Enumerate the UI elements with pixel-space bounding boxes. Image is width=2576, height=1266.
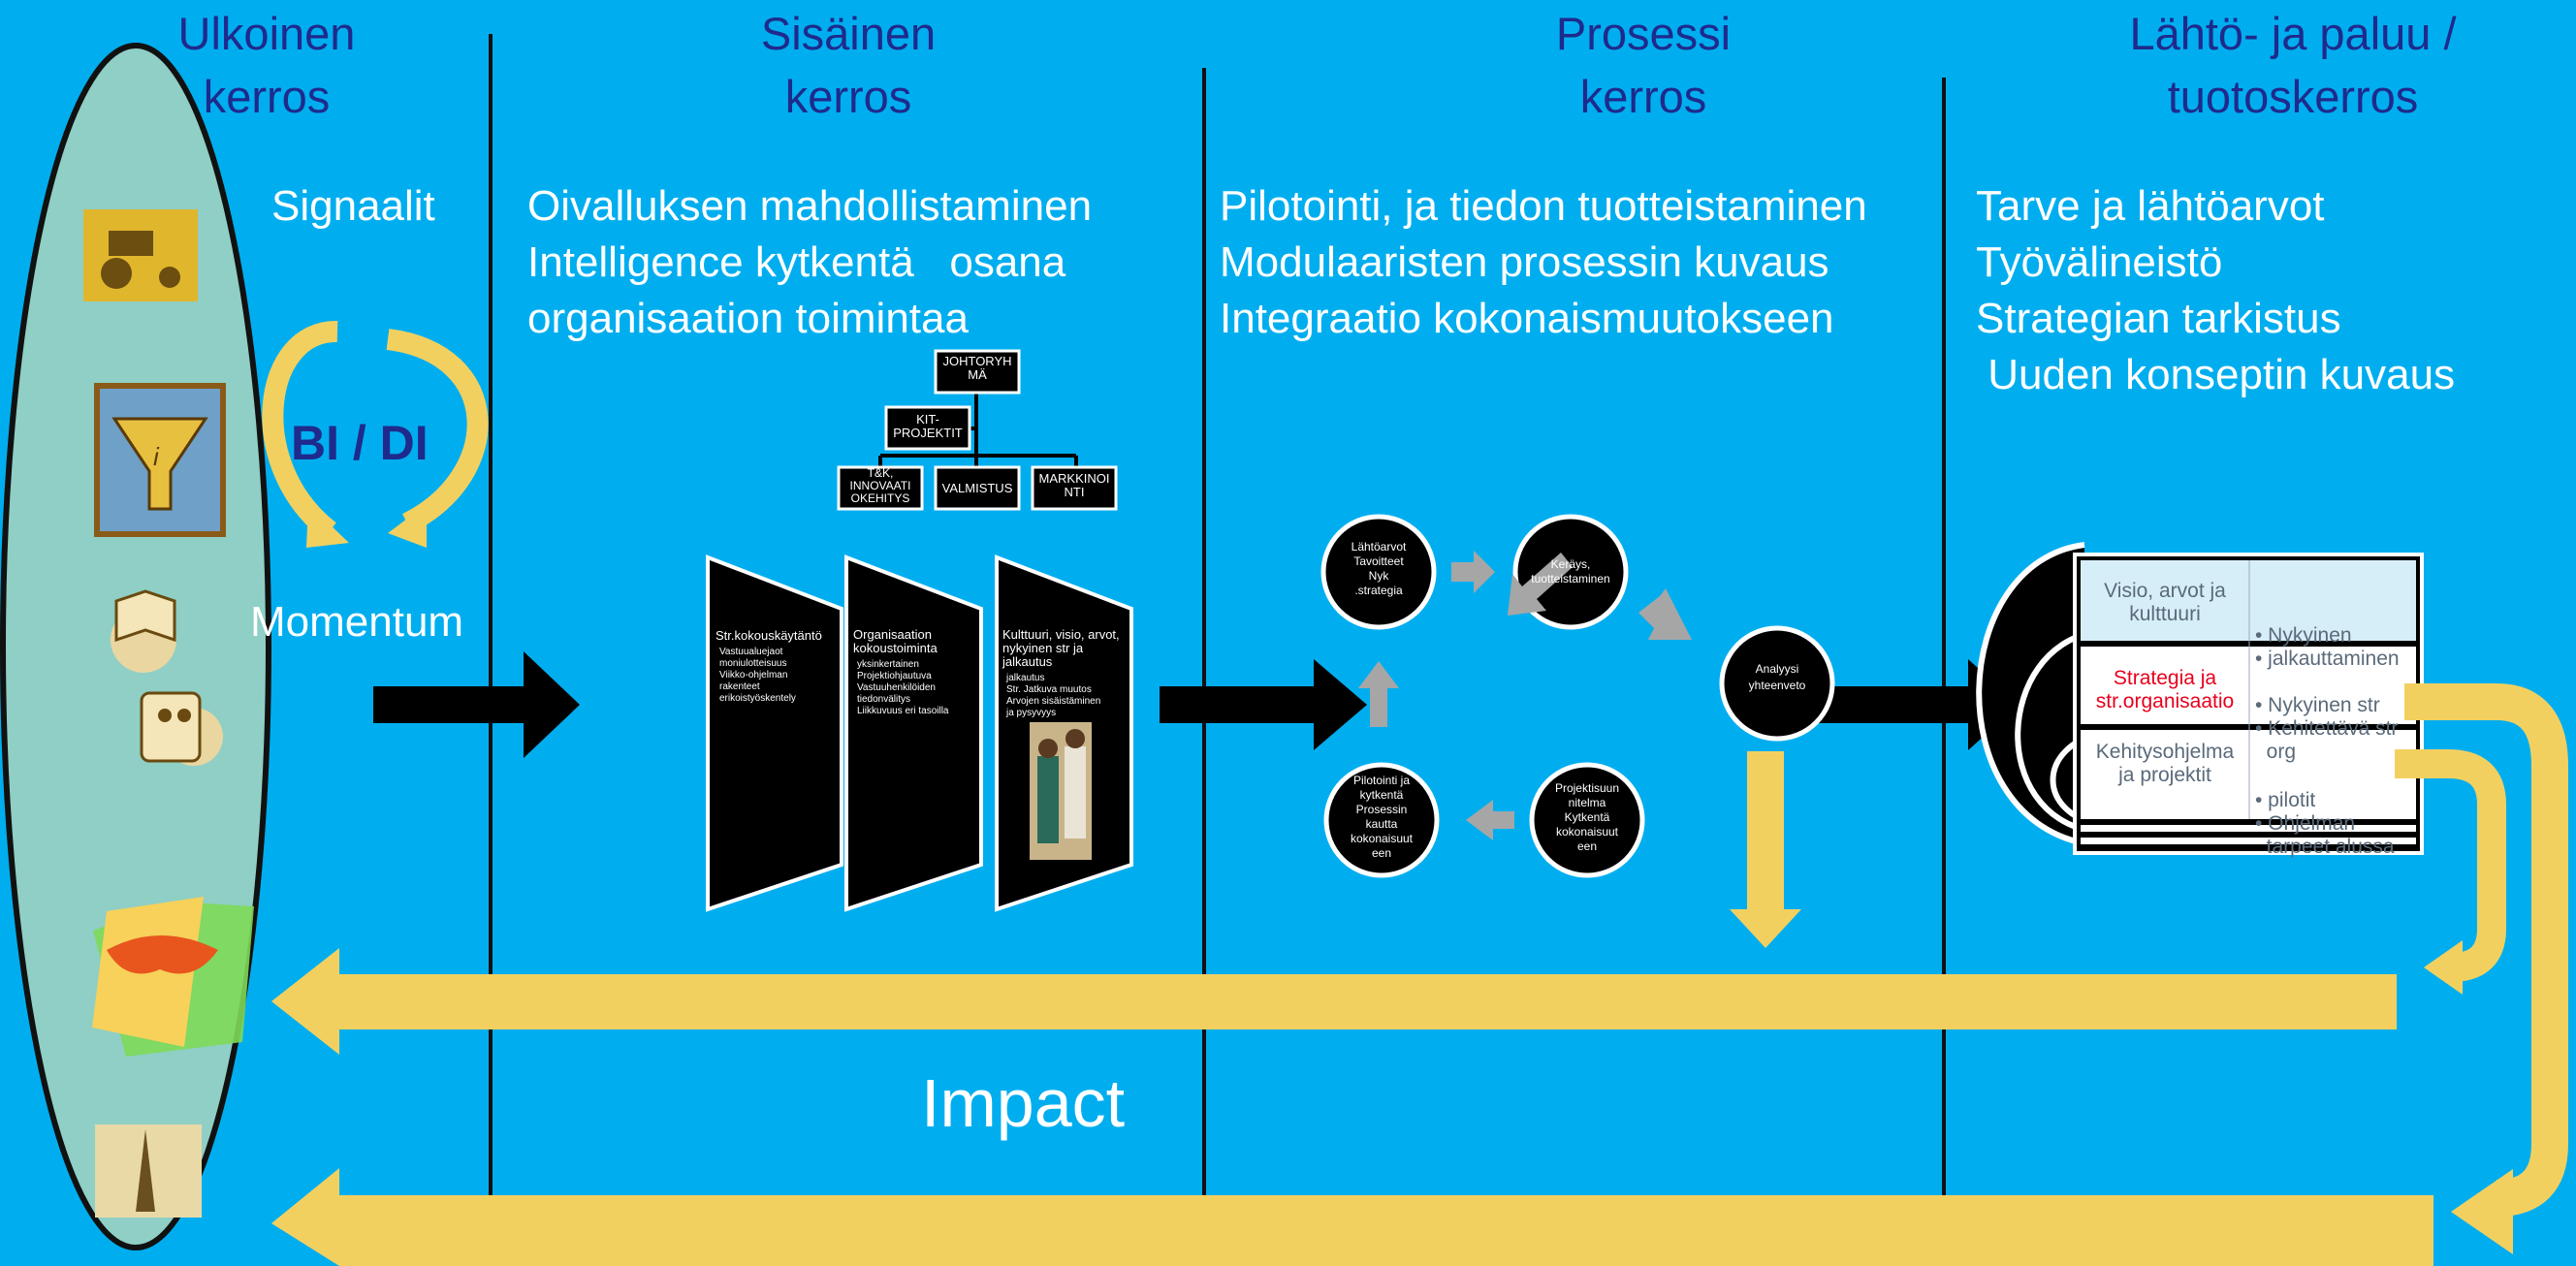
output-text-block: Tarve ja lähtöarvot Työvälineistö Strate…	[1976, 178, 2455, 403]
output-line-3: Strategian tarkistus	[1976, 295, 2341, 342]
panel-2	[844, 554, 983, 912]
impact-arrow-upper	[271, 948, 2397, 1055]
output-line-1: Tarve ja lähtöarvot	[1976, 182, 2325, 230]
divider-2	[1202, 68, 1206, 1266]
black-arrow-1	[373, 651, 580, 758]
photo-people-icon	[1030, 722, 1092, 860]
eiffel-tower-icon	[95, 1124, 202, 1218]
org-box-marketing	[1031, 465, 1118, 511]
impact-label: Impact	[921, 1065, 1126, 1141]
cycle-arrow-right	[386, 329, 489, 533]
output-row-2-bg	[2081, 647, 2416, 724]
process-line-1: Pilotointi, ja tiedon tuotteistaminen	[1220, 182, 1867, 230]
panel-1	[706, 554, 843, 912]
process-circle-5	[1323, 762, 1440, 878]
process-circle-2-label: Keräys,tuotteistaminen	[1531, 557, 1610, 586]
org-box-kit	[884, 405, 971, 451]
cycle-arrow-left	[262, 320, 338, 540]
gray-arrow-5	[1508, 553, 1573, 616]
return-arrow-inner	[2395, 749, 2506, 982]
panel-2-text: Organisaation kokoustoiminta yksinkertai…	[853, 627, 949, 717]
impact-arrow-lower	[271, 1168, 2433, 1266]
svg-text:i: i	[153, 442, 160, 471]
output-line-2: Työvälineistö	[1976, 238, 2223, 286]
output-row-3-bg	[2081, 730, 2416, 819]
output-row-1-bg	[2081, 560, 2416, 641]
inner-text-block: Oivalluksen mahdollistaminen Intelligenc…	[527, 178, 1092, 347]
output-line-4: Uuden konseptin kuvaus	[1976, 351, 2456, 398]
book-person-icon	[111, 589, 223, 766]
inner-line-1: Oivalluksen mahdollistaminen	[527, 182, 1093, 230]
funnel-info-icon: i	[94, 383, 226, 537]
divider-3	[1942, 78, 1946, 1266]
gray-arrow-4	[1358, 661, 1399, 727]
output-row-1-right: • Nykyinen• jalkauttaminen	[2255, 624, 2400, 670]
process-circle-3	[1719, 625, 1835, 742]
output-row-2-right: • Nykyinen str• Kehitettävä str org	[2255, 694, 2399, 763]
org-box-rd	[837, 465, 924, 511]
process-circle-2	[1512, 514, 1629, 630]
signals-label: Signaalit	[271, 182, 435, 230]
process-line-2: Modulaaristen prosessin kuvaus	[1220, 238, 1829, 286]
org-box-production	[934, 465, 1021, 511]
divider-1	[489, 34, 493, 1266]
panel-3-text: Kulttuuri, visio, arvot, nykyinen str ja…	[1002, 627, 1120, 719]
process-circle-1	[1320, 514, 1437, 630]
bi-di-label: BI / DI	[291, 416, 429, 470]
gray-arrow-2	[1638, 588, 1692, 640]
process-line-3: Integraatio kokonaismuutokseen	[1220, 295, 1834, 342]
yellow-down-arrow	[1730, 751, 1801, 948]
org-label-kit: KIT-PROJEKTIT	[893, 412, 963, 440]
inner-line-3: organisaation toimintaa	[527, 295, 969, 342]
panel-1-text: Str.kokouskäytäntö Vastuualuejaot moniul…	[716, 628, 822, 704]
process-circle-4	[1529, 762, 1645, 878]
inner-line-2: Intelligence kytkentä osana	[527, 238, 1066, 286]
black-arrow-2	[1160, 659, 1367, 750]
gray-arrow-3	[1466, 800, 1514, 840]
column-heading-output: Lähtö- ja paluu /tuotoskerros	[2129, 8, 2457, 122]
gray-arrow-1	[1451, 551, 1495, 593]
org-box-top	[934, 349, 1021, 395]
return-arrow-outer	[2404, 683, 2568, 1217]
org-label-production: VALMISTUS	[941, 481, 1013, 495]
black-arrow-3	[1794, 659, 2019, 750]
tractor-icon	[83, 209, 198, 301]
momentum-label: Momentum	[250, 598, 464, 646]
output-row-3-right: • pilotit• Ohjelman tarpeet alussa	[2255, 789, 2395, 858]
carnival-mask-icon	[92, 897, 254, 1057]
process-text-block: Pilotointi, ja tiedon tuotteistaminen Mo…	[1220, 178, 1867, 347]
